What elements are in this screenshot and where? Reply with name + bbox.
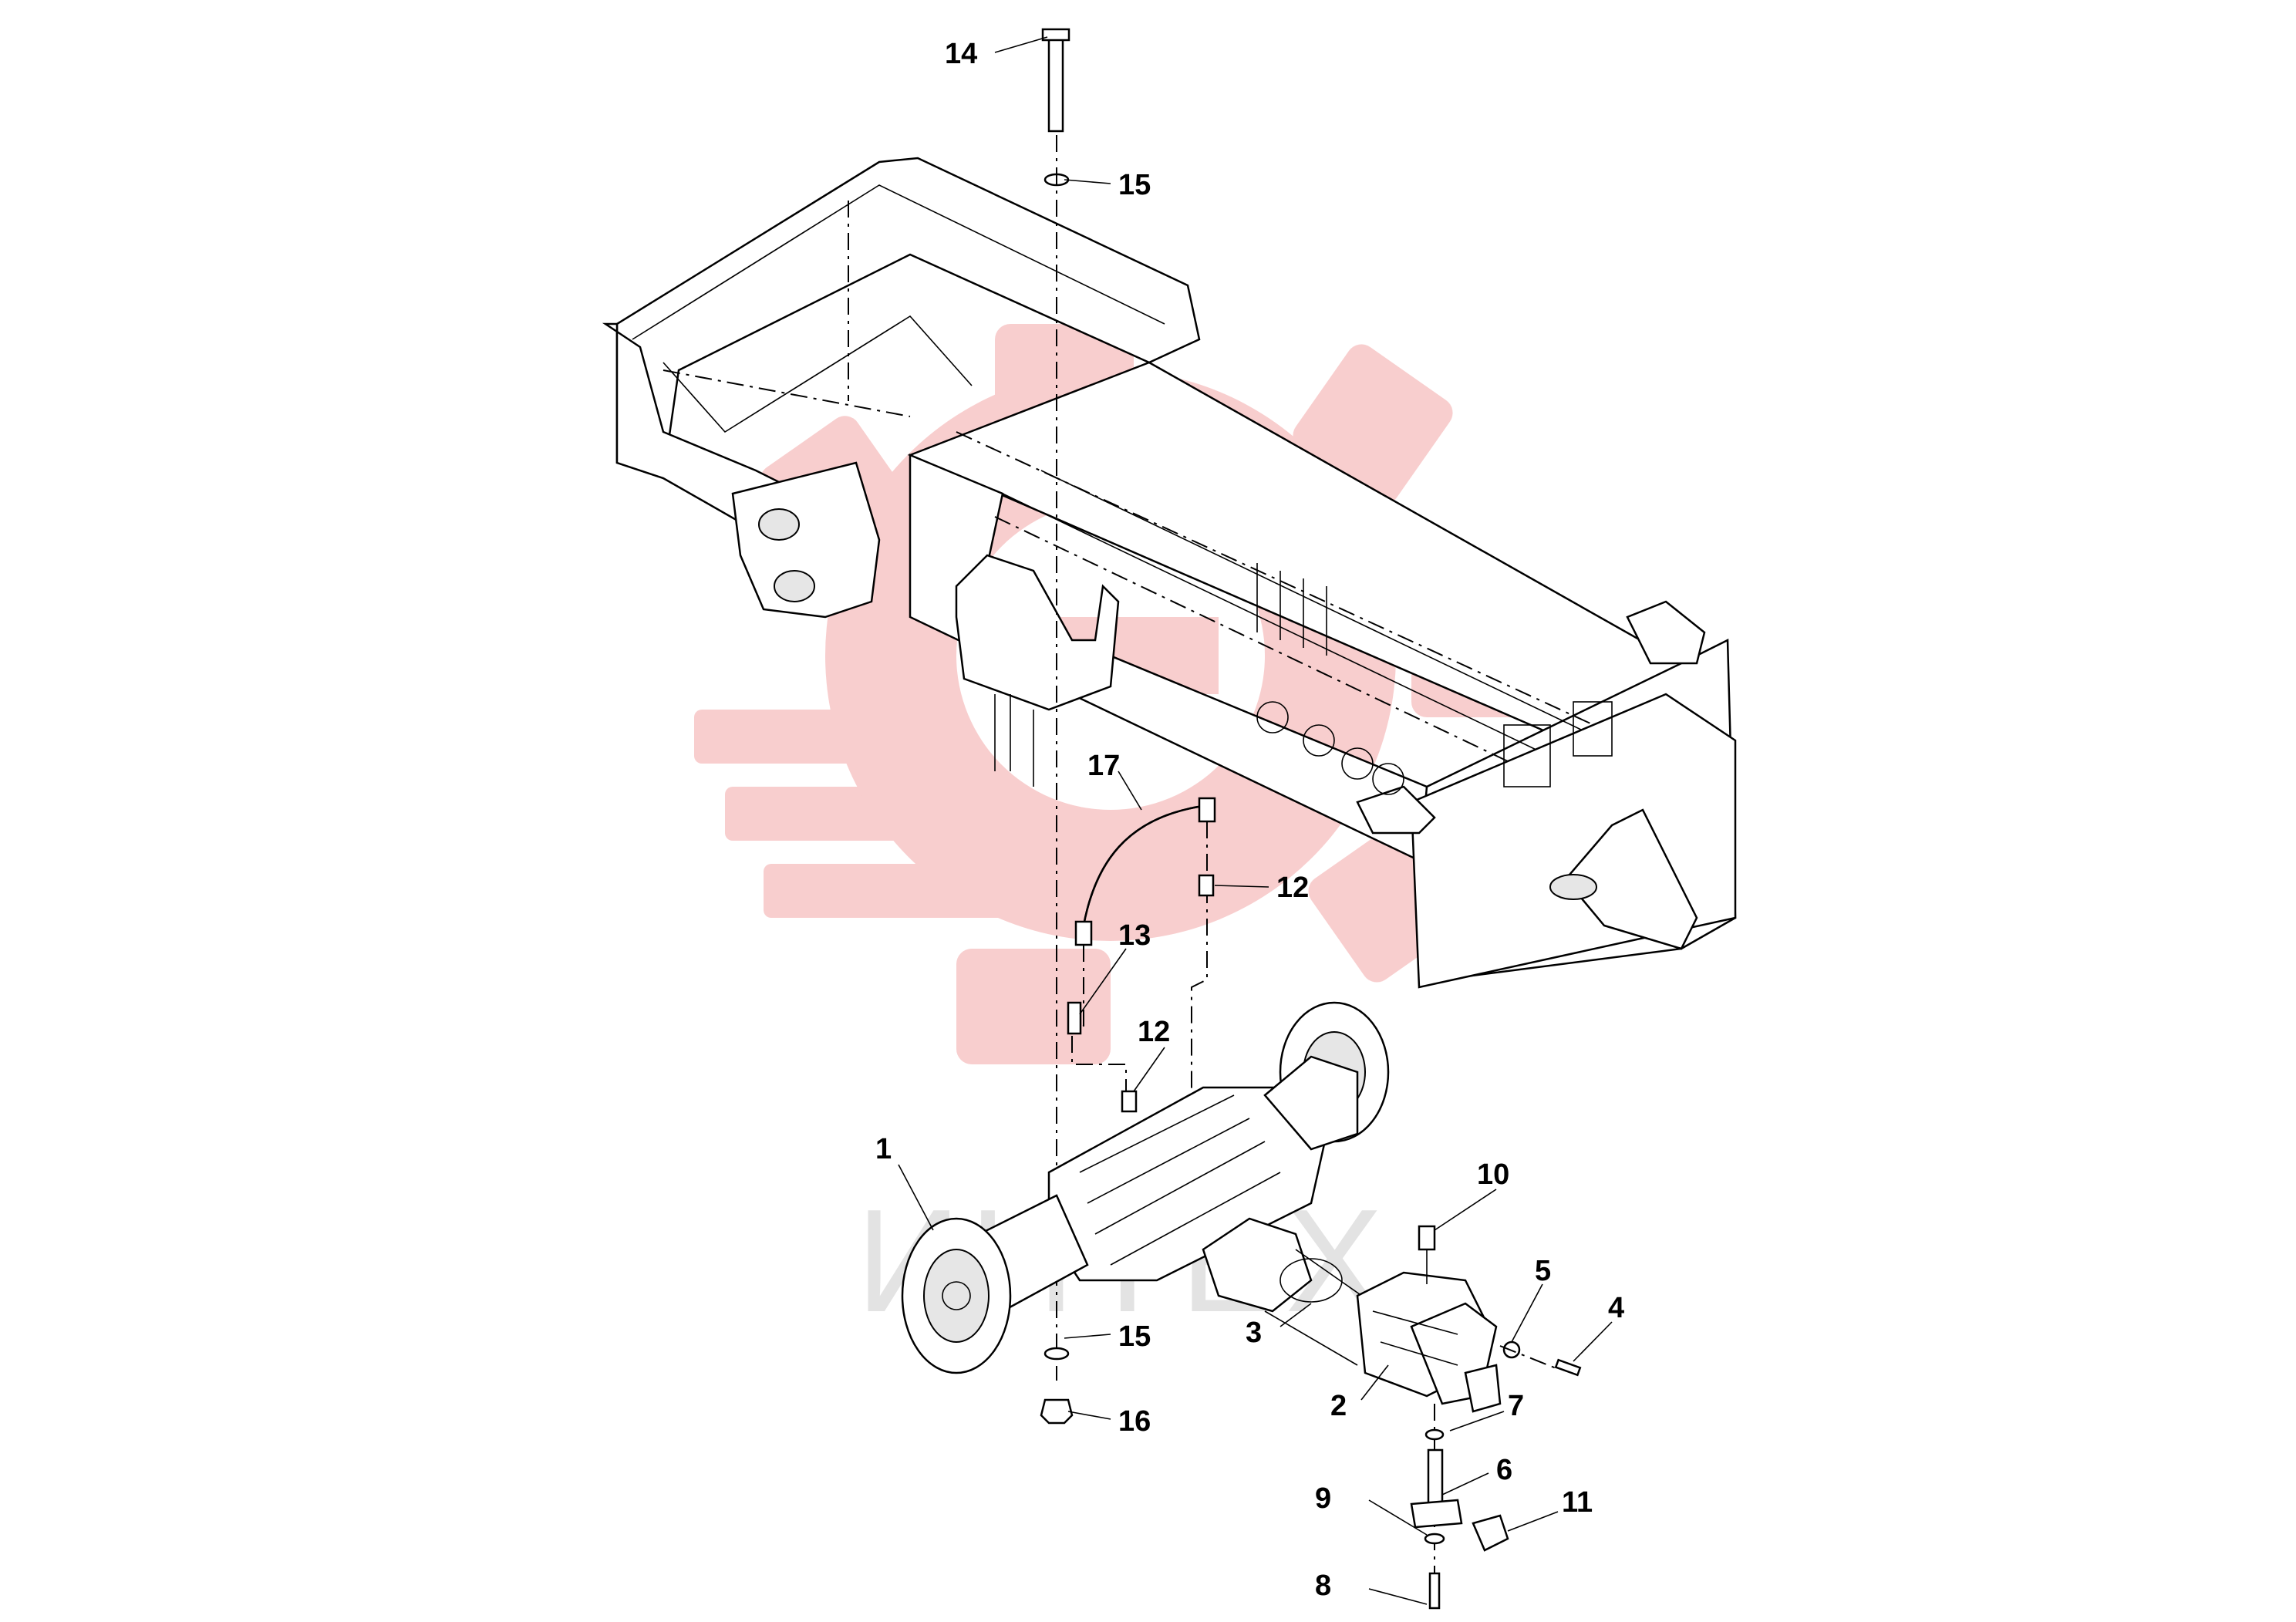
- fitting-route-right: [1191, 821, 1208, 1103]
- callout-10: 10: [1477, 1158, 1509, 1191]
- bolt-8: [1428, 1572, 1441, 1610]
- callout-17: 17: [1087, 750, 1120, 782]
- callout-5: 5: [1535, 1255, 1551, 1287]
- washer-7: [1424, 1428, 1445, 1441]
- o-ring-3: [1279, 1258, 1343, 1303]
- callout-12-lower: 12: [1138, 1016, 1170, 1048]
- washer-15-bottom: [1043, 1347, 1070, 1361]
- hose-17: [1074, 797, 1216, 946]
- callout-15-top: 15: [1118, 169, 1151, 201]
- bolt-4: [1554, 1358, 1582, 1377]
- callout-14: 14: [945, 38, 977, 70]
- callout-16: 16: [1118, 1405, 1151, 1438]
- chassis-frame: [602, 157, 1737, 989]
- fitting-12-upper: [1198, 874, 1215, 897]
- callout-9: 9: [1315, 1482, 1331, 1515]
- sensor-11: [1472, 1514, 1509, 1552]
- callout-15-bottom: 15: [1118, 1320, 1151, 1353]
- centerline-4: [1499, 1345, 1559, 1370]
- callout-11: 11: [1562, 1486, 1593, 1519]
- bracket-6: [1410, 1448, 1463, 1529]
- callout-12-upper: 12: [1276, 872, 1309, 904]
- callout-13: 13: [1118, 919, 1151, 952]
- callout-6: 6: [1496, 1454, 1512, 1486]
- plug-10: [1418, 1225, 1436, 1284]
- washer-9: [1424, 1533, 1445, 1545]
- fitting-route-left: [1071, 945, 1127, 1095]
- callout-8: 8: [1315, 1570, 1331, 1602]
- callout-1: 1: [875, 1133, 892, 1165]
- fitting-13: [1067, 1001, 1082, 1035]
- callout-2: 2: [1330, 1390, 1347, 1422]
- callout-4: 4: [1608, 1292, 1624, 1324]
- bolt-14: [1041, 28, 1070, 133]
- callout-labels: 14 15 17 12 13 12 1 10 5 4 15 3 2 16 7 6…: [875, 38, 1624, 1602]
- callout-leaders: [898, 36, 1613, 1605]
- fitting-12-lower: [1121, 1090, 1138, 1113]
- hydraulic-pump-2: [1356, 1271, 1502, 1413]
- callout-7: 7: [1508, 1390, 1524, 1422]
- callout-3: 3: [1246, 1317, 1262, 1349]
- nut-16: [1040, 1398, 1074, 1425]
